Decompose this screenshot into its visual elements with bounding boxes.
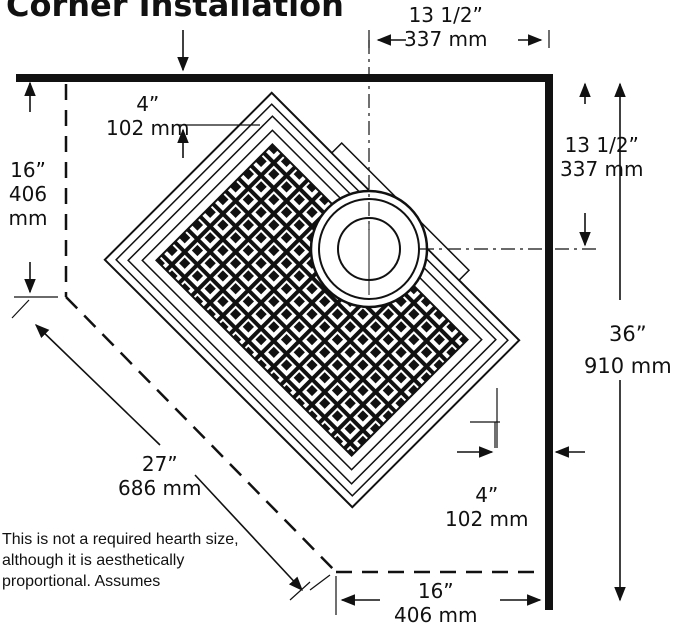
extension-lines [11,30,550,615]
dim-top-metric: 337 mm [404,27,488,51]
dimension-arrows [24,30,626,606]
dim-right-metric: 910 mm [584,354,672,378]
dim-right-wall: 36” 910 mm [584,318,672,382]
dim-left-metric-unit: mm [8,206,48,230]
hearth-outline [64,84,543,574]
dim-front-right-metric: 102 mm [445,507,529,531]
hearth-note: This is not a required hearth size, alth… [2,531,239,590]
dim-bottom-metric: 406 mm [394,603,478,627]
dim-diagonal-metric: 686 mm [118,476,202,500]
centerlines [368,40,598,250]
dim-side-clearance: 13 1/2” 337 mm [560,133,644,181]
dim-left-imperial: 16” [10,158,46,182]
dim-top-clearance: 13 1/2” 337 mm [404,3,488,51]
dim-left-metric: 406 [8,182,48,206]
flue-collar [309,189,429,309]
dim-side-imperial: 13 1/2” [564,133,639,157]
walls [16,74,553,610]
dim-left-depth: 16” 406 mm [0,158,56,230]
dim-front-right: 4” 102 mm [445,483,529,531]
dim-front-right-imperial: 4” [475,483,499,507]
dim-side-metric: 337 mm [560,157,644,181]
dim-hearth-diagonal: 27” 686 mm [118,452,202,500]
stove [103,91,521,509]
dim-bottom-depth: 16” 406 mm [394,579,478,627]
dim-bottom-imperial: 16” [417,579,454,603]
dim-back-left-imperial: 4” [136,92,160,116]
dim-right-imperial: 36” [609,322,647,346]
dim-back-left-metric: 102 mm [106,116,190,140]
dim-top-imperial: 13 1/2” [408,3,483,27]
dim-diagonal-imperial: 27” [141,452,178,476]
page-title: Corner Installation [6,0,344,24]
dim-back-left: 4” 102 mm [106,92,190,140]
